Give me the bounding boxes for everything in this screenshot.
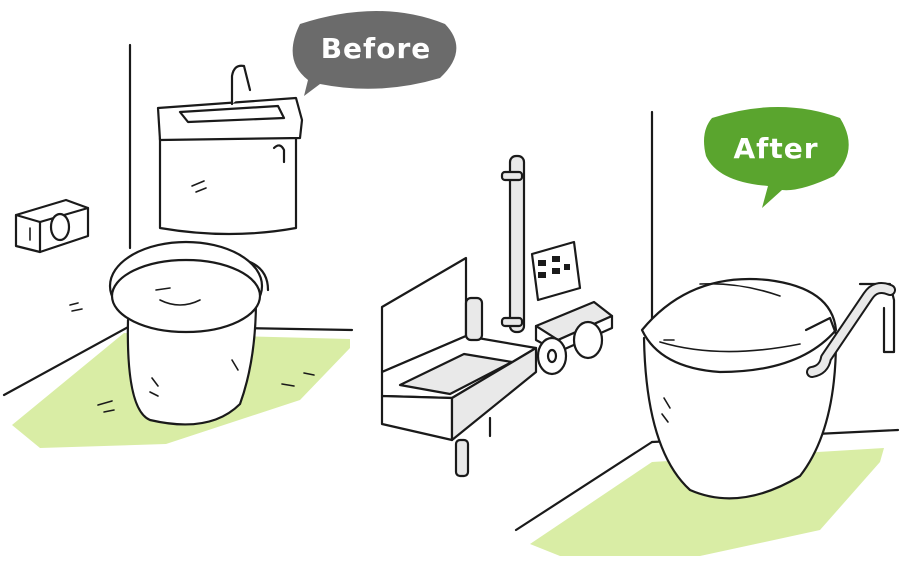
sink-front [380,394,454,442]
vertical-grab-rail [508,154,526,334]
toilet-remote-panel [530,240,582,302]
sink-faucet [464,296,484,342]
rail-bracket-bottom [500,316,524,328]
after-scene [514,107,900,556]
before-toilet-bowl [108,240,270,426]
before-speech-bubble [292,11,457,96]
after-paper-holder [534,300,614,376]
before-floor-edge-left [2,324,132,397]
before-paper-holder [14,198,90,254]
before-scene [2,11,457,448]
after-label: After [733,132,818,165]
before-floor-scratch-marks [69,302,315,413]
before-toilet-tank [156,64,304,236]
after-tankless-toilet [640,278,838,500]
rail-bracket-top [500,170,524,182]
after-grab-rail [806,282,896,378]
after-speech-bubble [704,107,849,208]
after-floor-edge-left [514,440,654,532]
sink-drain-pipe [454,438,470,478]
handwash-sink-scene [380,154,614,478]
sink-side [450,346,538,442]
before-label: Before [321,32,432,65]
